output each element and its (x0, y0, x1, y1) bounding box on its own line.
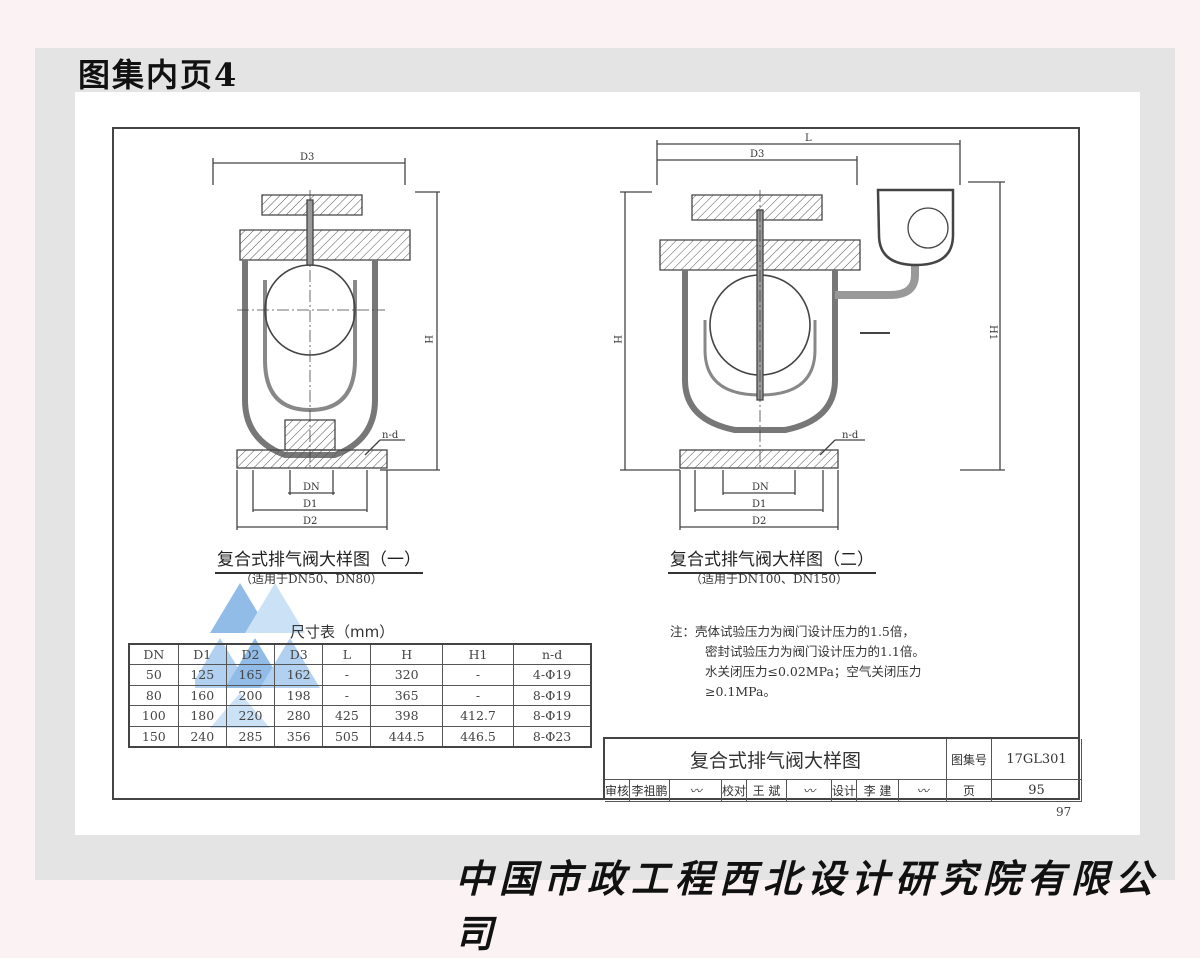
table-title: 尺寸表（mm） (290, 623, 395, 641)
table-cell: 100 (128, 705, 179, 727)
atlas-number: 17GL301 (992, 739, 1082, 780)
table-cell: 398 (370, 705, 443, 727)
label-d1: D1 (303, 499, 317, 510)
table-cell: 165 (225, 664, 276, 686)
label-d1-2: D1 (752, 499, 766, 510)
table-cell: 425 (322, 705, 372, 727)
col-header: L (322, 643, 372, 665)
table-cell: 4-Φ19 (513, 664, 592, 686)
label-d3: D3 (300, 152, 314, 163)
table-cell: 412.7 (441, 705, 515, 727)
table-cell: 198 (274, 684, 324, 706)
label-dn-2: DN (752, 482, 769, 493)
col-header: H1 (441, 643, 515, 665)
valve-drawing-2 (620, 140, 1005, 530)
table-cell: 365 (370, 684, 443, 706)
label-h1: H1 (987, 325, 998, 340)
table-cell: 162 (274, 664, 324, 686)
table-cell: 50 (128, 664, 179, 686)
valve-drawing-1 (212, 158, 440, 530)
note-line: 注：壳体试验压力为阀门设计压力的1.5倍， (670, 624, 915, 639)
table-cell: 160 (177, 684, 227, 706)
label-nd-2: n-d (842, 430, 859, 441)
reviewer-signature: 〰 (670, 780, 722, 802)
label-nd: n-d (382, 430, 399, 441)
label-h: H (422, 335, 433, 344)
col-header: D1 (177, 643, 227, 665)
table-cell: 446.5 (441, 725, 515, 747)
drawing-title: 复合式排气阀大样图 (605, 739, 947, 780)
col-header: H (370, 643, 443, 665)
designer-signature: 〰 (899, 780, 947, 802)
table-cell: 200 (225, 684, 276, 706)
note-line: 密封试验压力为阀门设计压力的1.1倍。 (705, 644, 925, 659)
table-cell: - (441, 684, 515, 706)
notes: 注：壳体试验压力为阀门设计压力的1.5倍， 密封试验压力为阀门设计压力的1.1倍… (670, 622, 925, 702)
note-line: 水关闭压力≤0.02MPa；空气关闭压力 (705, 664, 922, 679)
col-header: D2 (225, 643, 276, 665)
atlas-label: 图集号 (947, 739, 992, 780)
table-cell: - (441, 664, 515, 686)
table-cell: 180 (177, 705, 227, 727)
header-title: 图集内页4 (78, 56, 239, 94)
page-number: 97 (1056, 805, 1072, 819)
table-cell: 8-Φ23 (513, 725, 592, 747)
designer-name: 李 建 (857, 780, 899, 802)
title-block: 复合式排气阀大样图 图集号 17GL301 审核 李祖鹏 〰 校对 王 斌 〰 … (603, 737, 1082, 802)
label-d2-2: D2 (752, 516, 766, 527)
label-d3-2: D3 (750, 149, 764, 160)
table-cell: 125 (177, 664, 227, 686)
label-dn: DN (303, 482, 320, 493)
table-cell: - (322, 684, 372, 706)
review-label: 审核 (605, 780, 630, 802)
label-l: L (805, 133, 812, 144)
table-cell: 320 (370, 664, 443, 686)
drawing-border (112, 127, 1080, 800)
table-cell: 80 (128, 684, 179, 706)
table-cell: 505 (322, 725, 372, 747)
table-cell: 280 (274, 705, 324, 727)
footer-organization: 中国市政工程西北设计研究院有限公司 (455, 856, 1160, 956)
valve-drawings: D3 H n-d DN D1 D2 L D3 H H1 n-d DN D1 D2 (212, 133, 1005, 530)
page-label: 页 (947, 780, 992, 802)
table-cell: 444.5 (370, 725, 443, 747)
note-line: ≥0.1MPa。 (705, 684, 776, 699)
col-header: DN (128, 643, 179, 665)
checker-name: 王 斌 (747, 780, 787, 802)
col-header: D3 (274, 643, 324, 665)
table-cell: 356 (274, 725, 324, 747)
label-d2: D2 (303, 516, 317, 527)
reviewer-name: 李祖鹏 (630, 780, 670, 802)
figure2-subtitle: （适用于DN100、DN150） (690, 572, 849, 586)
checker-signature: 〰 (787, 780, 832, 802)
table-cell: 220 (225, 705, 276, 727)
design-label: 设计 (832, 780, 857, 802)
table-cell: 285 (225, 725, 276, 747)
figure2-caption: 复合式排气阀大样图（二） (668, 545, 876, 574)
label-h-2: H (611, 335, 622, 344)
table-cell: 150 (128, 725, 179, 747)
table-cell: - (322, 664, 372, 686)
sheet-page-number: 95 (992, 780, 1082, 802)
table-cell: 8-Φ19 (513, 684, 592, 706)
table-cell: 8-Φ19 (513, 705, 592, 727)
check-label: 校对 (722, 780, 747, 802)
col-header: n-d (513, 643, 592, 665)
table-cell: 240 (177, 725, 227, 747)
figure1-caption: 复合式排气阀大样图（一） (215, 545, 423, 574)
figure1-subtitle: （适用于DN50、DN80） (240, 572, 383, 586)
